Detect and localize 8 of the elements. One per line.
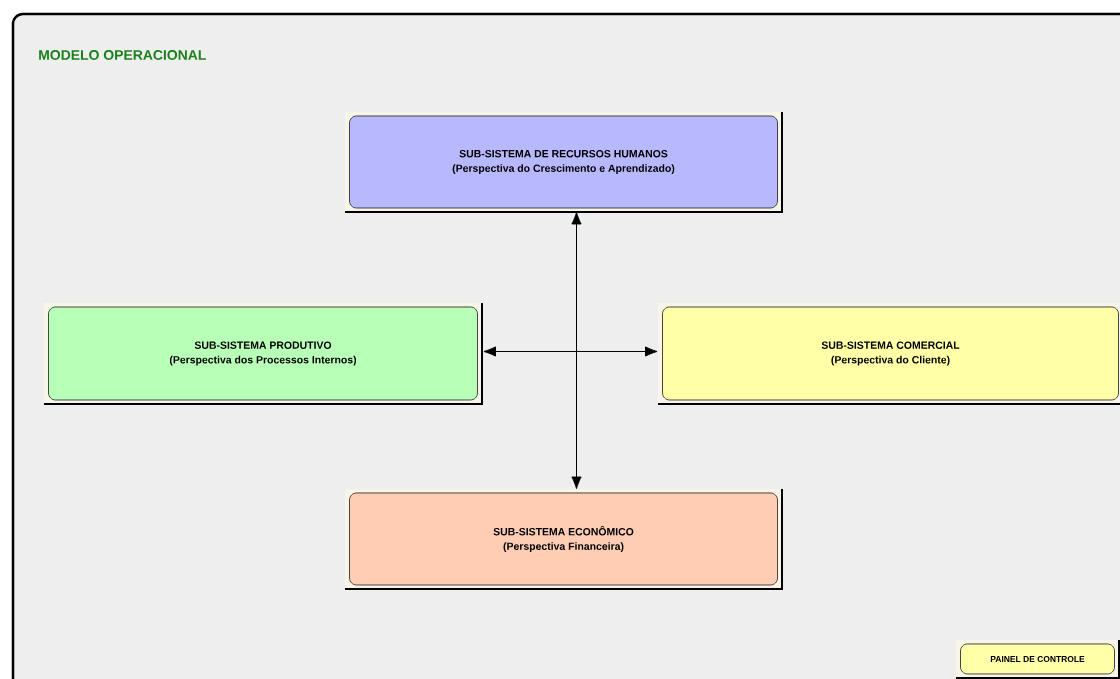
- subsystem-box: SUB-SISTEMA COMERCIAL (Perspectiva do Cliente): [657, 302, 1120, 405]
- double-arrow: [571, 211, 582, 490]
- subsystem-box: SUB-SISTEMA DE RECURSOS HUMANOS (Perspectiva do Crescimento e Aprendizado): [344, 111, 783, 213]
- title: MODELO OPERACIONAL: [39, 50, 206, 60]
- control-panel-button: PAINEL DE CONTROLE: [955, 639, 1120, 679]
- subsystem-box: SUB-SISTEMA ECONÔMICO (Perspectiva Financeira): [344, 488, 783, 590]
- double-arrow: [483, 346, 658, 357]
- subsystem-box: SUB-SISTEMA PRODUTIVO (Perspectiva dos Processos Internos): [43, 302, 483, 405]
